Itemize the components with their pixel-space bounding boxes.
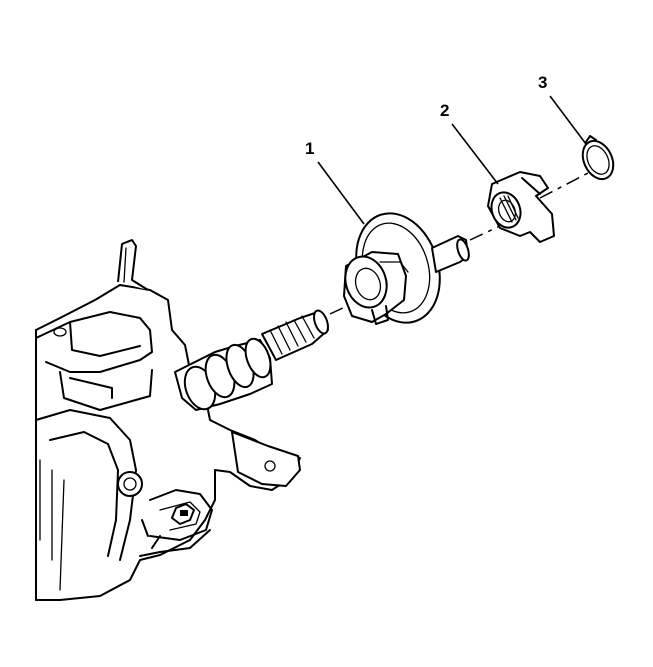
part-2-coupling-yoke xyxy=(487,171,555,243)
callout-3: 3 xyxy=(538,73,587,145)
part-3-retaining-ring xyxy=(581,135,615,181)
steering-column-housing xyxy=(35,239,301,601)
callout-label-2: 2 xyxy=(440,101,449,120)
steering-shaft xyxy=(174,309,329,411)
part-1-bearing-flange xyxy=(343,212,470,325)
assembly-centerline xyxy=(329,171,591,315)
callout-label-1: 1 xyxy=(305,139,314,158)
callout-label-3: 3 xyxy=(538,73,547,92)
callout-2: 2 xyxy=(440,101,499,185)
callout-1: 1 xyxy=(305,139,365,225)
